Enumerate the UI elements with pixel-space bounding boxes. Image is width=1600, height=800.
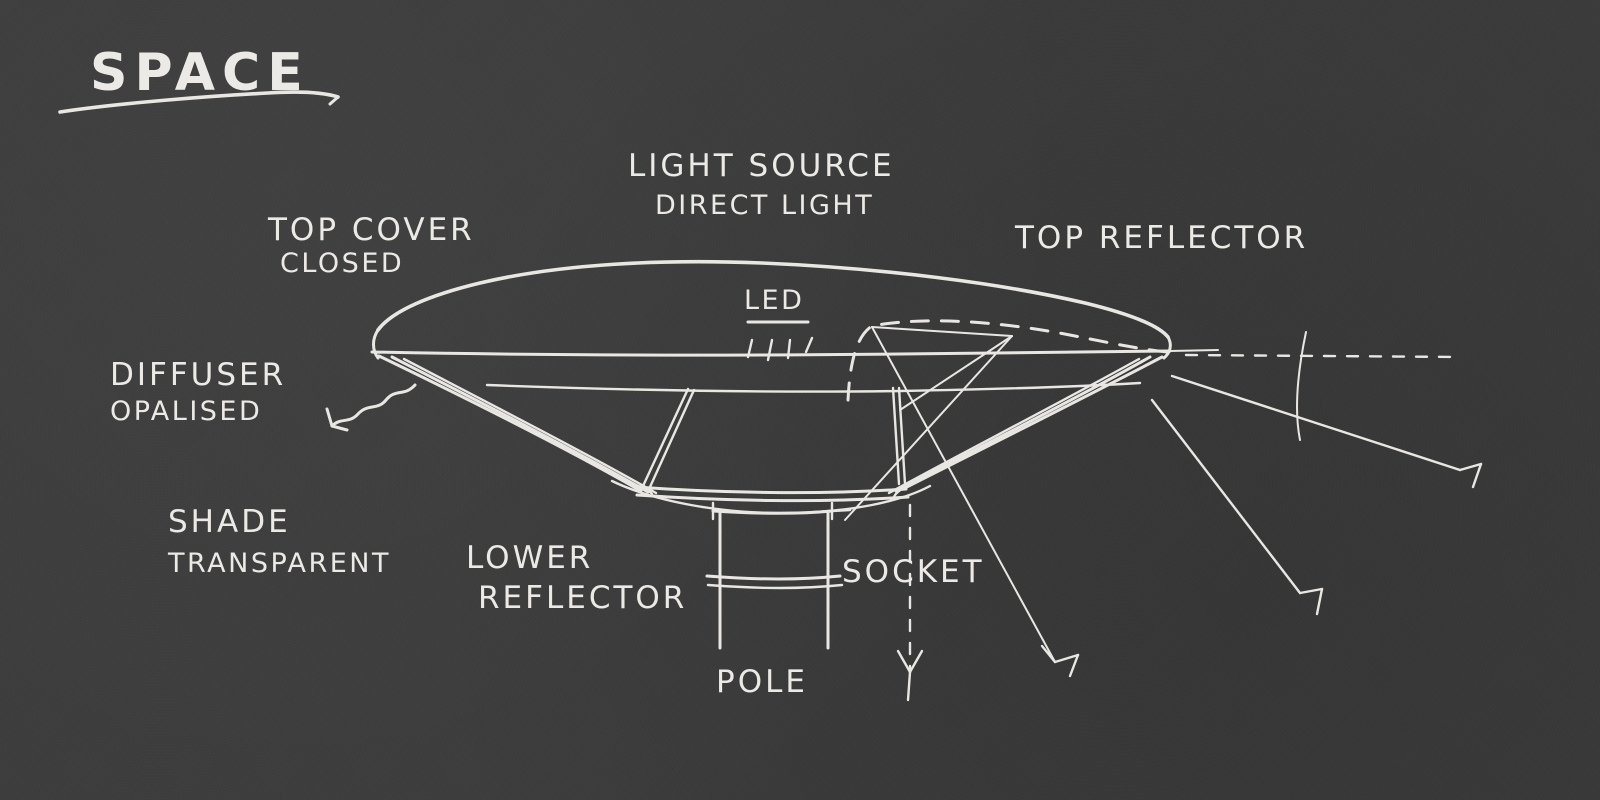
label-diffuser-line1: DIFFUSER (110, 357, 286, 393)
label-top-reflector: TOP REFLECTOR (1014, 220, 1308, 256)
top-reflector-hidden-outline (846, 319, 1170, 402)
label-socket-line1: SOCKET (842, 554, 985, 590)
label-pole-line1: POLE (716, 664, 808, 700)
label-led: LED (744, 285, 804, 316)
label-shade-line2: TRANSPARENT (167, 548, 391, 579)
label-diffuser: DIFFUSER OPALISED (110, 357, 286, 427)
shade-left-edge (377, 354, 658, 495)
label-top-cover-line2: CLOSED (280, 248, 404, 279)
label-light-source: LIGHT SOURCE DIRECT LIGHT (628, 148, 895, 221)
label-lower-reflector-line2: REFLECTOR (478, 580, 687, 616)
label-shade: SHADE TRANSPARENT (167, 504, 391, 579)
label-light-source-line2: DIRECT LIGHT (655, 190, 874, 221)
shade-bottom-curve (610, 479, 932, 515)
label-lower-reflector: LOWER REFLECTOR (466, 540, 687, 616)
label-pole: POLE (716, 664, 808, 700)
label-shade-line1: SHADE (168, 504, 291, 540)
page-title: SPACE (90, 43, 310, 103)
label-led-line1: LED (744, 285, 804, 316)
pole-structure (705, 501, 852, 650)
label-top-cover: TOP COVER CLOSED (267, 212, 475, 279)
shade-inner-verticals (641, 386, 907, 489)
reflected-rays (1040, 374, 1483, 678)
shade-right-edge (887, 355, 1164, 495)
label-top-cover-line1: TOP COVER (267, 212, 475, 248)
lower-reflector-chord (485, 381, 1142, 393)
direct-light-rays (844, 326, 1056, 663)
label-light-source-line1: LIGHT SOURCE (628, 148, 895, 184)
diffuser-squiggle-arrow (325, 383, 417, 432)
led-symbol (746, 320, 814, 362)
label-socket: SOCKET (842, 554, 985, 590)
reference-axis-dashed (1184, 331, 1462, 441)
top-cover-dome (372, 259, 1172, 360)
title-underline (58, 90, 340, 114)
socket-down-arrow (896, 503, 924, 702)
label-lower-reflector-line1: LOWER (466, 540, 593, 576)
label-top-reflector-line1: TOP REFLECTOR (1014, 220, 1308, 256)
label-diffuser-line2: OPALISED (110, 396, 262, 427)
diffuser-line (370, 349, 1219, 357)
